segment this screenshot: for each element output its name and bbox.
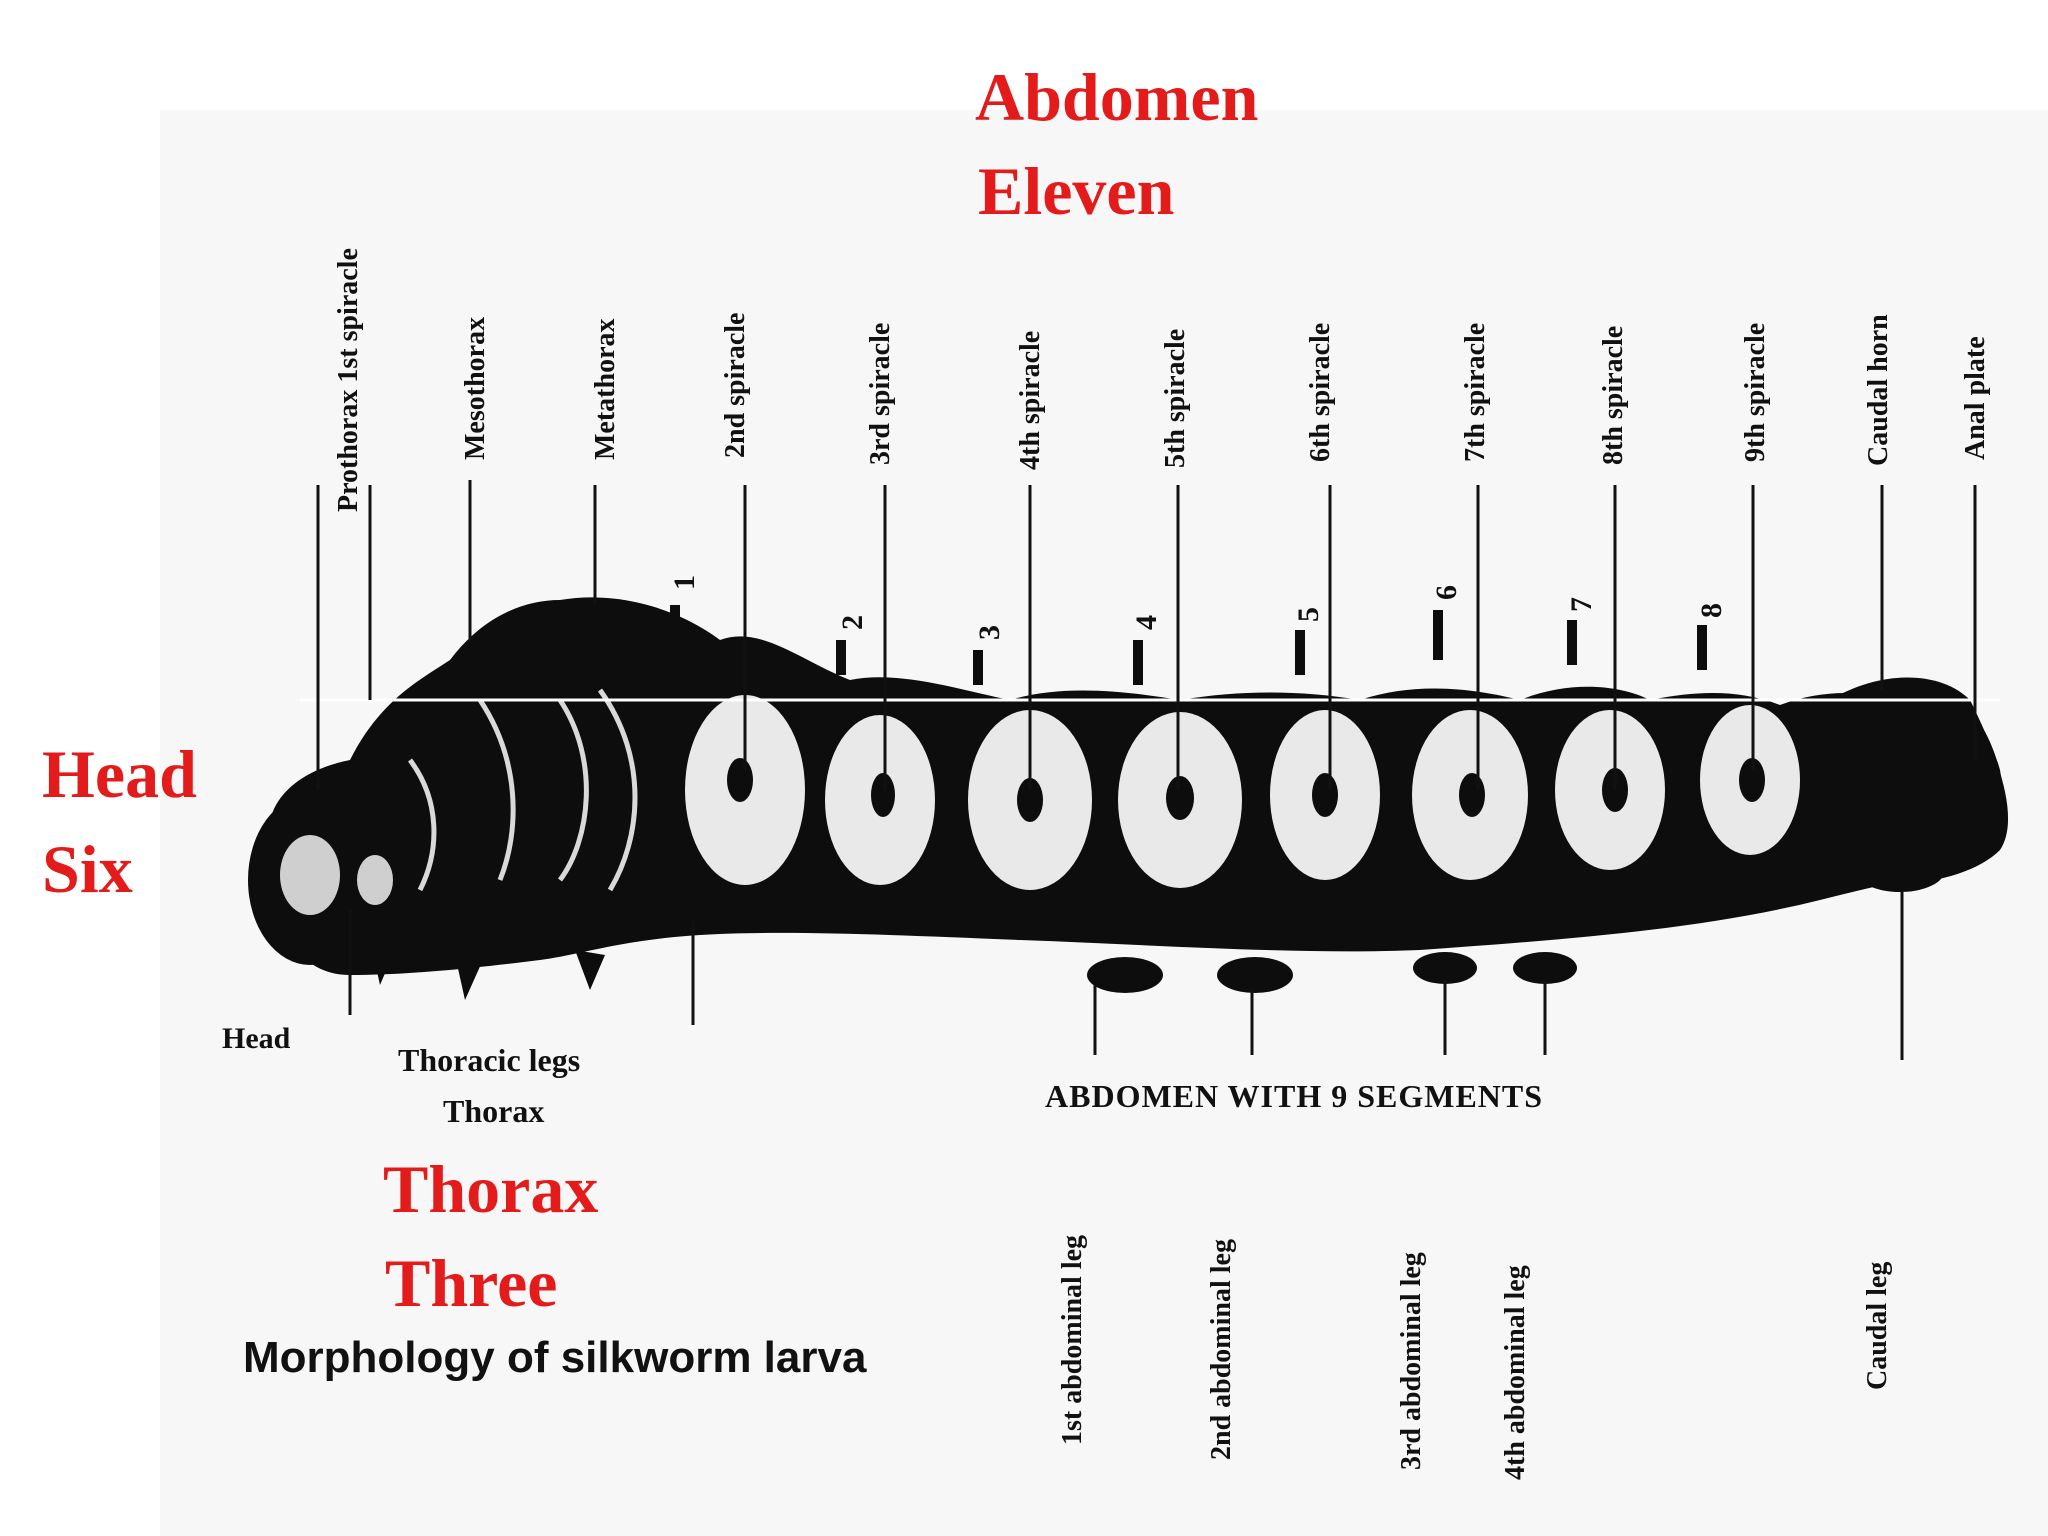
thorax-count: Three: [385, 1245, 558, 1321]
spiracles: [727, 758, 1765, 822]
leg-label-4: 4th abdominal leg: [1500, 1265, 1531, 1480]
top-label-5: 3rd spiracle: [865, 322, 896, 465]
segment-number-7: 7: [1565, 597, 1598, 612]
top-label-8: 6th spiracle: [1305, 322, 1336, 462]
top-label-11: 9th spiracle: [1740, 322, 1771, 462]
top-label-1: Prothorax 1st spiracle: [333, 248, 364, 512]
bottom-leader-lines: [348, 890, 1904, 1060]
abdomen-segments-heading: ABDOMEN WITH 9 SEGMENTS: [1045, 1078, 1544, 1114]
segment-number-1: 1: [668, 575, 701, 590]
leg-label-1: 1st abdominal leg: [1057, 1234, 1088, 1445]
segment-number-6: 6: [1430, 585, 1463, 600]
top-label-3: Metathorax: [590, 318, 621, 460]
figure-caption: Morphology of silkworm larva: [243, 1333, 867, 1382]
top-label-6: 4th spiracle: [1015, 330, 1046, 470]
segment-number-5: 5: [1292, 607, 1325, 622]
top-label-2: Mesothorax: [460, 316, 491, 460]
thoracic-legs-label: Thoracic legs: [398, 1042, 581, 1078]
segment-number-2: 2: [836, 615, 869, 630]
abdomen-count: Eleven: [978, 153, 1175, 229]
segment-number-3: 3: [973, 625, 1006, 640]
head-label: Head: [222, 1022, 291, 1055]
top-leader-lines: [316, 480, 1977, 790]
top-label-4: 2nd spiracle: [720, 312, 751, 458]
leg-label-5: Caudal leg: [1862, 1261, 1893, 1390]
top-label-9: 7th spiracle: [1460, 322, 1491, 462]
top-label-12: Caudal horn: [1863, 314, 1894, 466]
head-count: Six: [42, 831, 133, 907]
head-title: Head: [42, 736, 197, 812]
segment-number-8: 8: [1695, 603, 1728, 618]
segment-number-4: 4: [1130, 615, 1163, 630]
abdomen-title: Abdomen: [975, 59, 1259, 135]
thorax-label: Thorax: [443, 1093, 545, 1129]
thorax-folds: [407, 688, 638, 892]
leg-label-2: 2nd abdominal leg: [1206, 1239, 1237, 1460]
top-label-13: Anal plate: [1960, 336, 1991, 460]
thorax-title: Thorax: [383, 1151, 599, 1227]
leg-label-3: 3rd abdominal leg: [1396, 1252, 1427, 1470]
top-label-7: 5th spiracle: [1160, 328, 1191, 468]
top-label-10: 8th spiracle: [1598, 325, 1629, 465]
